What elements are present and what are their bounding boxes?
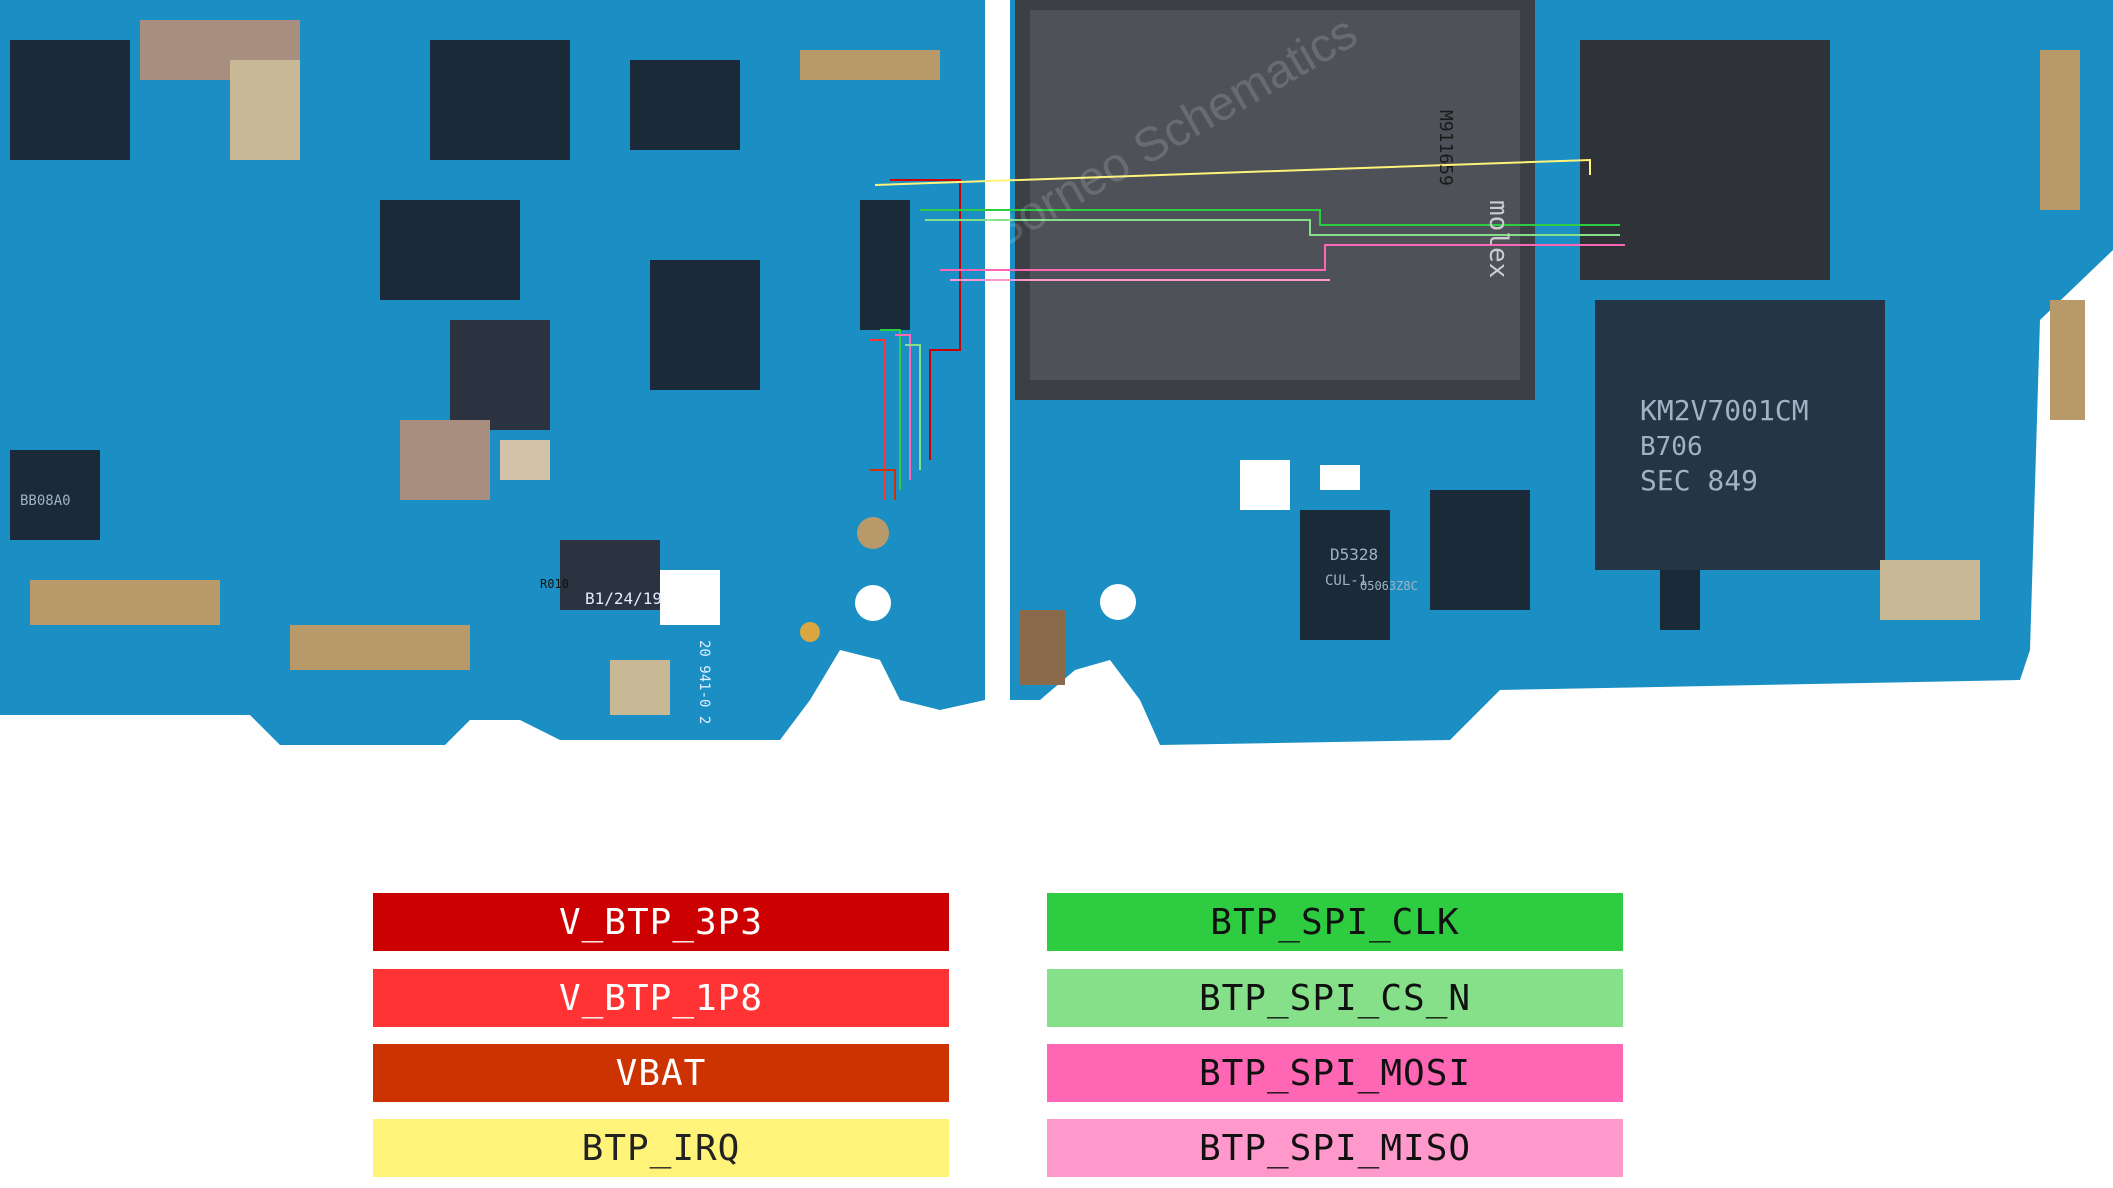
connector-code: M911659 xyxy=(1435,110,1456,186)
pmic-code: D5328 xyxy=(1330,545,1378,564)
legend-v-btp-3p3: V_BTP_3P3 xyxy=(373,893,949,951)
legend-vbat: VBAT xyxy=(373,1044,949,1102)
ic-code-cul: CUL-1 xyxy=(1325,573,1367,589)
pcb-board-image: B1/24/19 20 941-0 2 KM2V7001CM B706 SEC … xyxy=(0,0,2113,745)
ic-code-a: O5063Z8C xyxy=(1360,579,1418,593)
chip-code-b706: B706 xyxy=(1640,432,1703,462)
chip-code-sec: SEC 849 xyxy=(1640,464,1758,497)
legend-btp-spi-clk: BTP_SPI_CLK xyxy=(1047,893,1623,951)
signal-traces xyxy=(870,158,1625,500)
legend-btp-spi-cs-n: BTP_SPI_CS_N xyxy=(1047,969,1623,1027)
legend-v-btp-1p8: V_BTP_1P8 xyxy=(373,969,949,1027)
resistor-label: R010 xyxy=(540,577,569,591)
connector-brand: molex xyxy=(1483,200,1513,278)
legend-btp-spi-miso: BTP_SPI_MISO xyxy=(1047,1119,1623,1177)
legend-btp-spi-mosi: BTP_SPI_MOSI xyxy=(1047,1044,1623,1102)
bb-code: BB08A0 xyxy=(20,493,71,509)
chip-code-left: KM2V7001CM xyxy=(1640,394,1809,427)
legend-btp-irq: BTP_IRQ xyxy=(373,1119,949,1177)
board-rev-code: 20 941-0 2 xyxy=(696,640,712,724)
date-code: B1/24/19 xyxy=(585,589,662,608)
